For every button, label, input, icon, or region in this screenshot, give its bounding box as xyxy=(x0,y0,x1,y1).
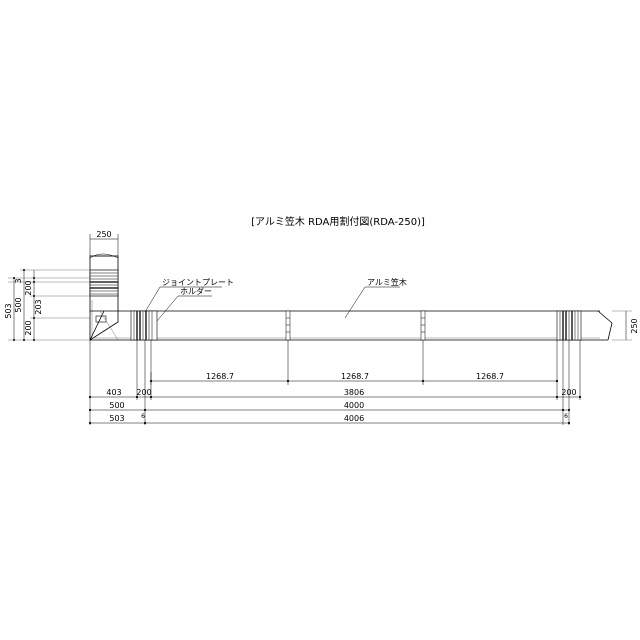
dim-left-203: 203 xyxy=(34,299,43,314)
dim-row2-small-b: 6 xyxy=(564,413,568,420)
extension-lines xyxy=(89,340,581,425)
section-holder xyxy=(95,315,107,323)
dim-row1-200b: 200 xyxy=(561,388,576,397)
right-joint-plate xyxy=(556,310,582,341)
dim-row1-span: 3806 xyxy=(344,388,364,397)
row2-dimensions: 500 4000 6 6 xyxy=(88,401,571,420)
dim-pitch-2: 1268.7 xyxy=(341,372,369,381)
dim-row1-200a: 200 xyxy=(136,388,151,397)
dim-row2-left: 500 xyxy=(109,401,124,410)
dim-row3-left: 503 xyxy=(109,414,124,423)
callouts: ジョイントプレート ホルダー アルミ笠木 xyxy=(144,277,407,322)
dim-pitch-1: 1268.7 xyxy=(206,372,234,381)
label-joint-plate: ジョイントプレート xyxy=(162,278,234,287)
elevation-view xyxy=(89,310,613,341)
dim-left-total: 503 xyxy=(4,303,13,318)
dim-pitch-3: 1268.7 xyxy=(476,372,504,381)
dim-right-height: 250 xyxy=(630,318,639,333)
row3-dimensions: 503 4006 xyxy=(88,414,571,425)
dim-left-3: 3 xyxy=(14,278,23,283)
drawing-title: [アルミ笠木 RDA用割付図(RDA-250)] xyxy=(251,215,425,228)
top-width-dimension: 250 xyxy=(89,230,119,256)
dim-row1-left: 403 xyxy=(106,388,121,397)
dim-left-200-lower: 200 xyxy=(24,320,33,335)
section-joint-plate xyxy=(89,269,119,297)
dim-row3-span: 4006 xyxy=(344,414,364,423)
dim-left-200-upper: 200 xyxy=(24,280,33,295)
label-holder: ホルダー xyxy=(180,286,212,296)
dim-row2-small-a: 6 xyxy=(141,413,145,420)
section-outline xyxy=(89,255,119,341)
section-view xyxy=(89,253,119,341)
dim-row2-span: 4000 xyxy=(344,401,364,410)
pitch-dimensions: 1268.7 1268.7 1268.7 xyxy=(149,372,559,383)
dim-top-width: 250 xyxy=(96,230,111,239)
left-dimensions: 503 500 200 203 200 3 xyxy=(4,269,90,341)
holder-2 xyxy=(420,310,426,341)
left-joint-plate xyxy=(130,310,158,341)
dim-left-500: 500 xyxy=(14,297,23,312)
label-coping: アルミ笠木 xyxy=(367,277,407,287)
right-height-dimension: 250 xyxy=(612,310,639,341)
row1-dimensions: 403 200 3806 200 xyxy=(88,388,582,399)
holder-1 xyxy=(285,310,291,341)
